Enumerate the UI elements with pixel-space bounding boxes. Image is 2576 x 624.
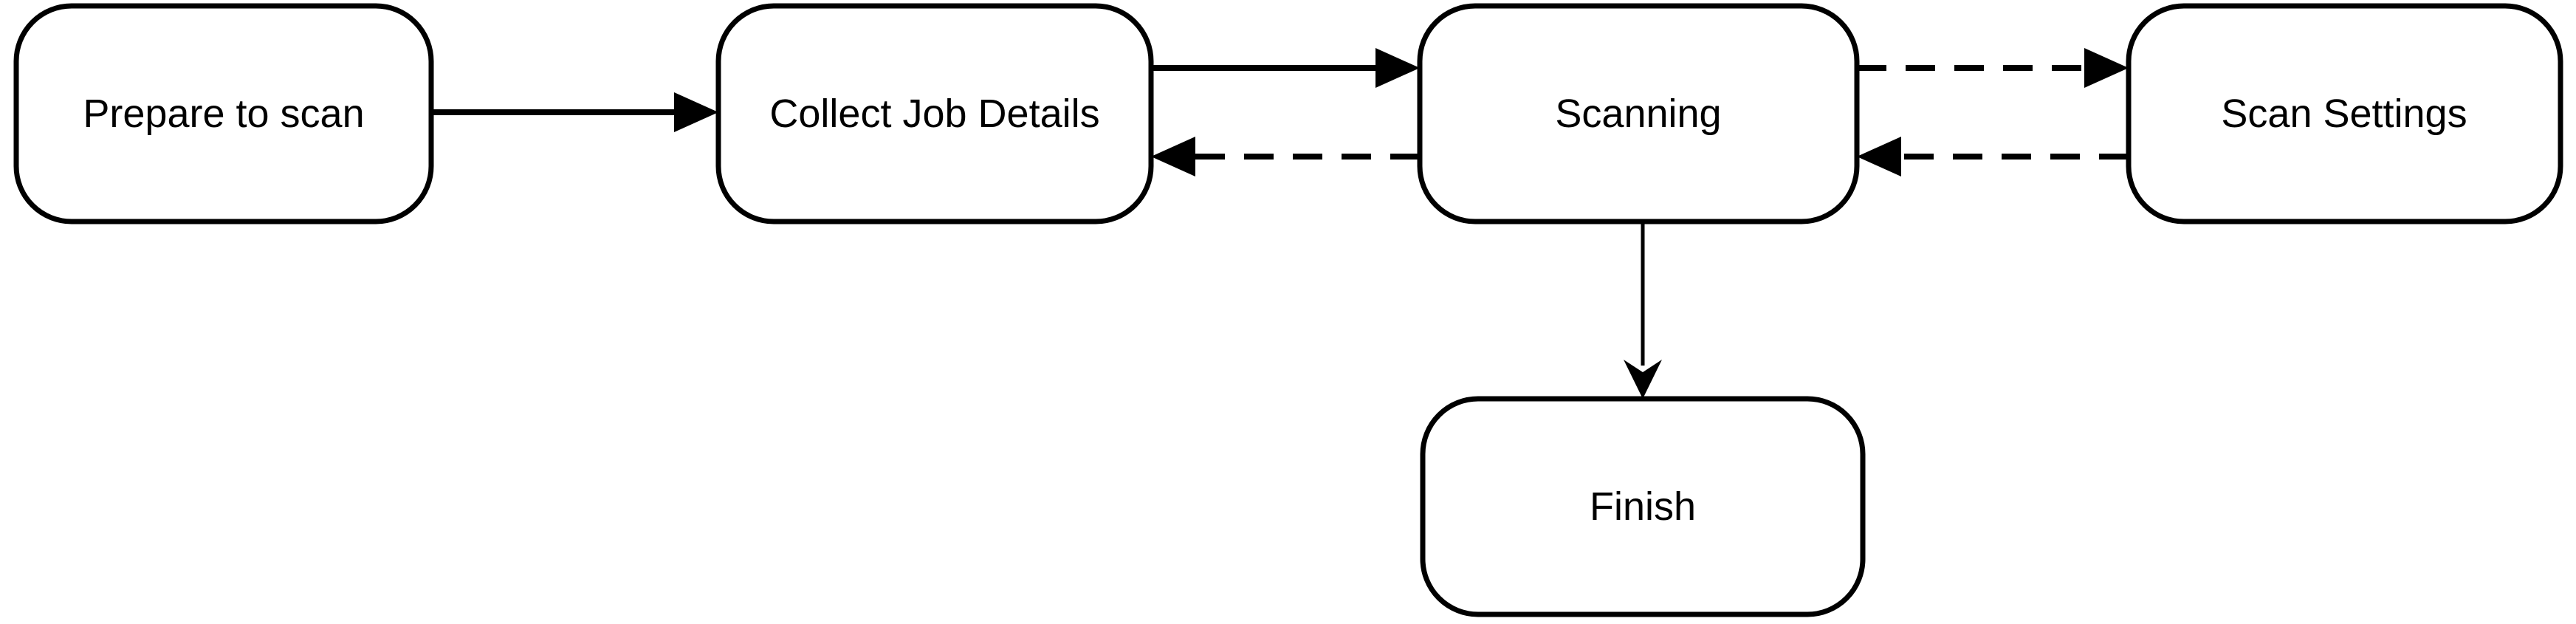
node-prepare-to-scan-shape [13,3,434,224]
edge-prepare-to-collect [432,92,718,132]
node-scanning-shape [1417,3,1860,224]
edge-collect-to-scanning [1151,48,1420,88]
node-scan-settings: Scan Settings [2126,3,2563,224]
node-scanning-label: Scanning [1555,92,1721,136]
edge-scanning-to-finish-arrowhead-icon [1624,360,1662,399]
node-finish: Finish [1420,396,1866,617]
edge-collect-to-scanning-arrowhead-icon [1375,48,1420,88]
edge-scanning-to-settings-arrowhead-icon [2084,48,2129,88]
node-prepare-to-scan-label: Prepare to scan [83,92,364,136]
node-scan-settings-shape [2126,3,2563,224]
edge-settings-to-scanning [1857,137,2129,176]
edge-scanning-to-collect-arrowhead-icon [1151,137,1195,176]
node-finish-label: Finish [1590,484,1696,529]
edge-prepare-to-collect-arrowhead-icon [674,92,718,132]
node-scan-settings-label: Scan Settings [2221,92,2467,136]
node-collect-job-details: Collect Job Details [715,3,1154,224]
node-scanning: Scanning [1417,3,1860,224]
node-collect-job-details-label: Collect Job Details [769,92,1099,136]
node-prepare-to-scan: Prepare to scan [13,3,434,224]
node-collect-job-details-shape [715,3,1154,224]
edge-scanning-to-finish [1624,222,1662,399]
edge-scanning-to-settings [1857,48,2129,88]
edge-scanning-to-collect [1151,137,1420,176]
edge-settings-to-scanning-arrowhead-icon [1857,137,1901,176]
